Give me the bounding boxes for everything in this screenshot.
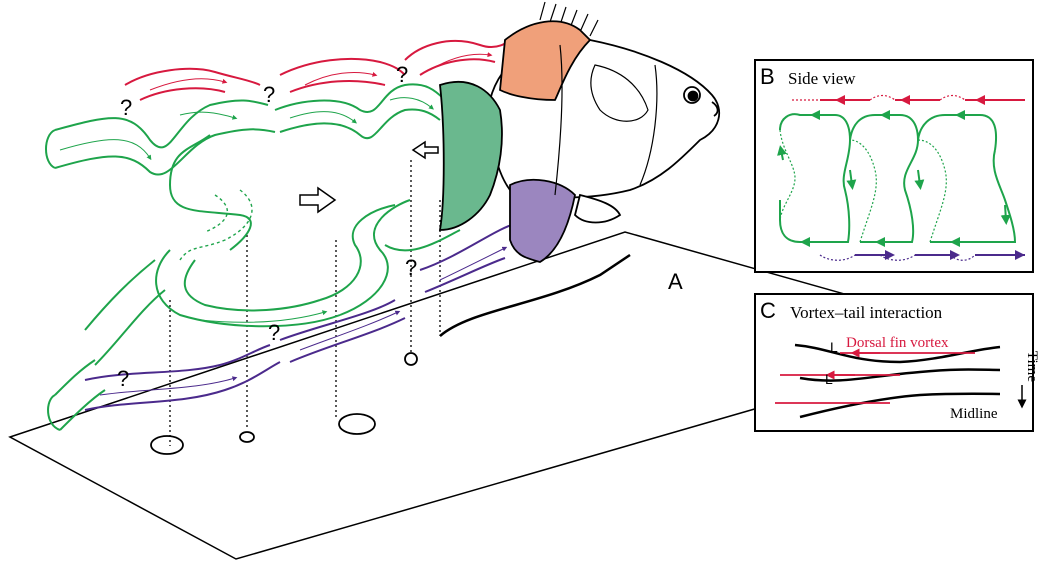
- caudal-fin: [440, 82, 502, 230]
- panel-c-label: C: [760, 298, 776, 323]
- l-label-2: L: [825, 371, 833, 387]
- question-mark: ?: [268, 320, 280, 345]
- dorsal-vortex-label: Dorsal fin vortex: [846, 335, 949, 351]
- question-mark: ?: [396, 62, 408, 87]
- pelvic-fin: [575, 195, 620, 223]
- question-mark: ?: [263, 82, 275, 107]
- flow-arrow: [300, 188, 335, 212]
- panel-b-label: B: [760, 64, 775, 89]
- question-mark: ?: [405, 255, 417, 280]
- circulation-symbols: [151, 353, 417, 454]
- question-mark: ?: [117, 366, 129, 391]
- time-label: Time: [1024, 351, 1040, 382]
- l-label-1: L: [830, 339, 838, 355]
- question-mark: ?: [120, 95, 132, 120]
- anal-fin: [510, 180, 575, 262]
- flow-arrow: [413, 142, 438, 158]
- panel-b: B Side view: [755, 60, 1033, 272]
- midline-label: Midline: [950, 406, 998, 422]
- panel-c: C Vortex–tail interaction Dorsal fin vor…: [755, 294, 1040, 431]
- rotation-icon: [151, 436, 183, 454]
- panel-c-title: Vortex–tail interaction: [790, 303, 943, 322]
- rotation-icon: [405, 353, 417, 365]
- rotation-icon: [339, 414, 375, 434]
- fish-pupil: [689, 92, 698, 101]
- fish-illustration: [440, 2, 719, 262]
- panel-b-title: Side view: [788, 69, 856, 88]
- panel-b-frame: [755, 60, 1033, 272]
- midline-trace: [440, 255, 630, 336]
- rotation-icon: [240, 432, 254, 442]
- panel-a-label: A: [668, 269, 683, 294]
